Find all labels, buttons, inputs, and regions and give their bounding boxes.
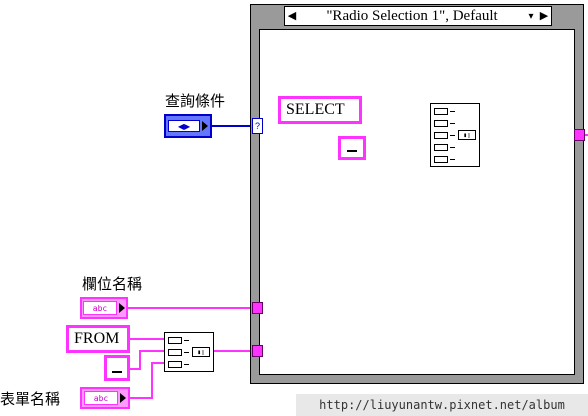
from-result-tunnel[interactable] [252,345,263,357]
case-selector-label: "Radio Selection 1", Default [326,7,498,24]
concat-output-icon: ▮▯ [458,130,476,140]
table-name-label: 表單名稱 [0,390,61,408]
concatenate-strings-node[interactable]: ▮▯ [430,103,480,167]
input-terminal[interactable] [168,349,189,356]
field-name-control[interactable]: abc [80,297,128,319]
output-arrow-icon [120,393,126,403]
concat-output-icon: ▮▯ [192,347,210,357]
input-terminal[interactable] [434,132,455,139]
concatenate-strings-node[interactable]: ▮▯ [164,332,214,372]
query-condition-label: 查詢條件 [165,92,226,110]
empty-string-constant[interactable] [338,136,366,160]
select-constant[interactable]: SELECT [278,96,362,124]
input-terminal[interactable] [434,156,455,163]
table-name-control[interactable]: abc [80,387,130,409]
input-terminal[interactable] [168,337,189,344]
output-arrow-icon [119,303,125,313]
string-indicator: abc [84,391,118,405]
from-constant[interactable]: FROM [66,325,130,353]
case-selector[interactable]: ◀ "Radio Selection 1", Default ▾ ▶ [284,6,552,26]
case-dropdown-icon[interactable]: ▾ [528,10,534,22]
case-selector-terminal[interactable]: ? [252,118,263,134]
watermark: http://liuyunantw.pixnet.net/album [296,394,588,416]
table-name-wire [130,362,164,399]
input-terminal[interactable] [434,120,455,127]
case-structure-diagram [259,29,575,375]
empty-string-constant[interactable] [104,355,130,381]
field-name-label: 欄位名稱 [82,275,143,293]
input-terminal[interactable] [168,361,189,368]
string-indicator: abc [83,301,117,315]
input-terminal[interactable] [434,108,455,115]
query-condition-control[interactable]: ◀▶ [164,114,212,138]
prev-case-icon[interactable]: ◀ [287,9,297,22]
empty2-wire [130,350,164,370]
next-case-icon[interactable]: ▶ [539,9,549,22]
field-name-tunnel[interactable] [252,302,263,314]
input-terminal[interactable] [434,144,455,151]
output-tunnel[interactable] [574,129,585,141]
radio-selector-icon: ◀▶ [168,120,200,132]
output-arrow-icon [202,121,208,131]
